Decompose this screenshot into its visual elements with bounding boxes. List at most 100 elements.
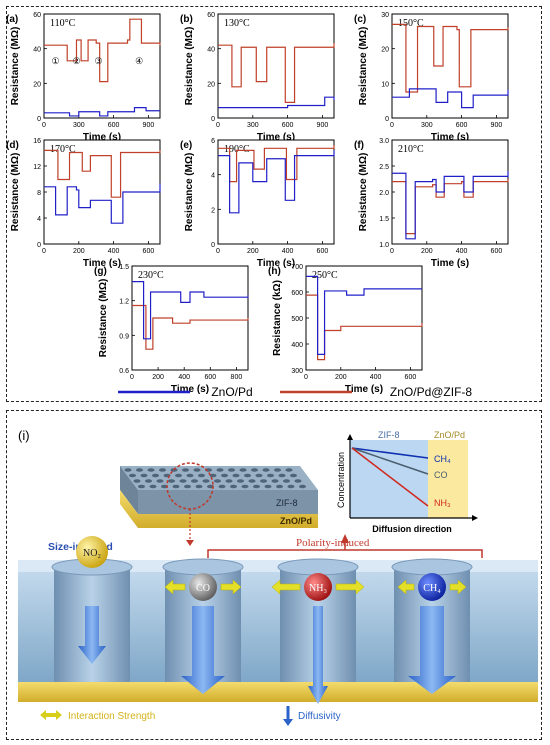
panel-label: (a) <box>6 14 18 25</box>
pore-hole <box>147 468 155 472</box>
panel-i-label: (i) <box>18 428 30 443</box>
y-axis-label: Resistance (MΩ) <box>358 27 369 106</box>
panel-label: (b) <box>180 14 193 25</box>
x-tick-label: 600 <box>491 248 503 255</box>
pore-hole <box>133 479 141 483</box>
pore-hole <box>255 473 263 478</box>
inset-ylabel: Concentration <box>336 452 346 508</box>
y-tick-label: 40 <box>33 47 41 54</box>
pore-hole <box>161 484 168 489</box>
y-tick-label: 30 <box>381 12 389 19</box>
pore-hole <box>260 479 267 483</box>
y-tick-label: 20 <box>33 81 41 88</box>
polarity-induced-label: Polarity-induced <box>296 537 370 549</box>
pore-hole <box>285 468 293 472</box>
polarity-bracket <box>207 541 483 558</box>
x-tick-label: 200 <box>421 248 433 255</box>
x-tick-label: 0 <box>130 374 134 381</box>
svg-text:NO₂: NO₂ <box>83 548 101 559</box>
y-tick-label: 1.5 <box>379 216 389 223</box>
gas-marker-1: ① <box>52 56 60 66</box>
x-tick-label: 300 <box>73 122 85 129</box>
y-axis-label: Resistance (MΩ) <box>10 27 21 106</box>
pore-hole <box>287 484 295 489</box>
x-axis-label: Time (s) <box>431 258 469 269</box>
interaction-arrow <box>220 579 242 595</box>
legend-label-zno-pd-zif8: ZnO/Pd@ZIF-8 <box>390 385 473 399</box>
y-tick-label: 20 <box>207 81 215 88</box>
y-tick-label: 4 <box>211 173 215 180</box>
x-tick-label: 400 <box>282 248 294 255</box>
zno-pd-curve <box>132 281 249 340</box>
temperature-label: 210°C <box>398 144 424 155</box>
y-tick-label: 0.6 <box>119 368 129 375</box>
x-tick-label: 900 <box>317 122 329 129</box>
pore-opening <box>277 558 359 576</box>
pore-hole <box>299 484 306 489</box>
pore-hole <box>244 473 251 478</box>
interaction-strength-label: Interaction Strength <box>68 711 155 722</box>
panel-label: (c) <box>354 14 366 25</box>
y-axis-label: Resistance (MΩ) <box>358 153 369 232</box>
pore-hole <box>221 473 228 478</box>
y-tick-label: 400 <box>291 342 303 349</box>
pore-hole <box>149 484 157 489</box>
pore-hole <box>264 484 272 489</box>
y-tick-label: 60 <box>33 12 41 19</box>
pore-hole <box>230 484 237 489</box>
pore-hole <box>140 473 148 478</box>
pore-hole <box>202 479 210 483</box>
panel-label: (d) <box>6 140 19 151</box>
pore-hole <box>241 484 249 489</box>
zno-pd-curve <box>218 96 335 109</box>
pore-hole <box>216 468 224 472</box>
temperature-label: 130°C <box>224 18 250 29</box>
y-tick-label: 300 <box>291 368 303 375</box>
zno-pd-curve <box>218 150 335 214</box>
svg-text:NH₃: NH₃ <box>309 583 327 594</box>
pore-hole <box>262 468 270 472</box>
sensing-response-panel-group <box>6 6 542 402</box>
x-tick-label: 600 <box>143 248 155 255</box>
y-tick-label: 2 <box>211 207 215 214</box>
zif8-layer-label: ZIF-8 <box>276 498 298 508</box>
y-tick-label: 1.5 <box>119 264 129 271</box>
diffusivity-legend: Diffusivity <box>283 706 341 726</box>
y-tick-label: 0 <box>37 242 41 249</box>
temperature-label: 170°C <box>50 144 76 155</box>
x-tick-label: 0 <box>216 122 220 129</box>
x-axis-label: Time (s) <box>345 384 383 395</box>
pore-hole <box>172 484 180 489</box>
temperature-label: 190°C <box>224 144 250 155</box>
pore-hole <box>251 468 258 472</box>
x-tick-label: 200 <box>152 374 164 381</box>
x-tick-label: 200 <box>247 248 259 255</box>
y-tick-label: 8 <box>37 190 41 197</box>
y-tick-label: 2.5 <box>379 164 389 171</box>
inset-line-ch4: CH₄ <box>434 454 451 464</box>
y-tick-label: 4 <box>37 216 41 223</box>
gas-marker-2: ② <box>72 56 80 66</box>
y-tick-label: 700 <box>291 264 303 271</box>
pore-hole <box>129 473 136 478</box>
x-tick-label: 0 <box>304 374 308 381</box>
y-axis-label: Resistance (MΩ) <box>10 153 21 232</box>
pore-hole <box>278 473 286 478</box>
legend-label-zno-pd: ZnO/Pd <box>211 385 252 399</box>
y-tick-label: 0 <box>385 116 389 123</box>
pore-hole <box>274 468 281 472</box>
panel-label: (f) <box>354 140 364 151</box>
zno-pd-layer-label: ZnO/Pd <box>280 516 312 526</box>
pore-hole <box>276 484 283 489</box>
temperature-label: 110°C <box>50 18 76 29</box>
svg-text:CH₄: CH₄ <box>423 583 441 594</box>
zno-pd-zif8-curve <box>44 18 161 83</box>
x-tick-label: 300 <box>247 122 259 129</box>
svg-text:CO: CO <box>196 583 210 594</box>
x-tick-label: 600 <box>456 122 468 129</box>
x-tick-label: 900 <box>143 122 155 129</box>
pore-hole <box>138 484 145 489</box>
